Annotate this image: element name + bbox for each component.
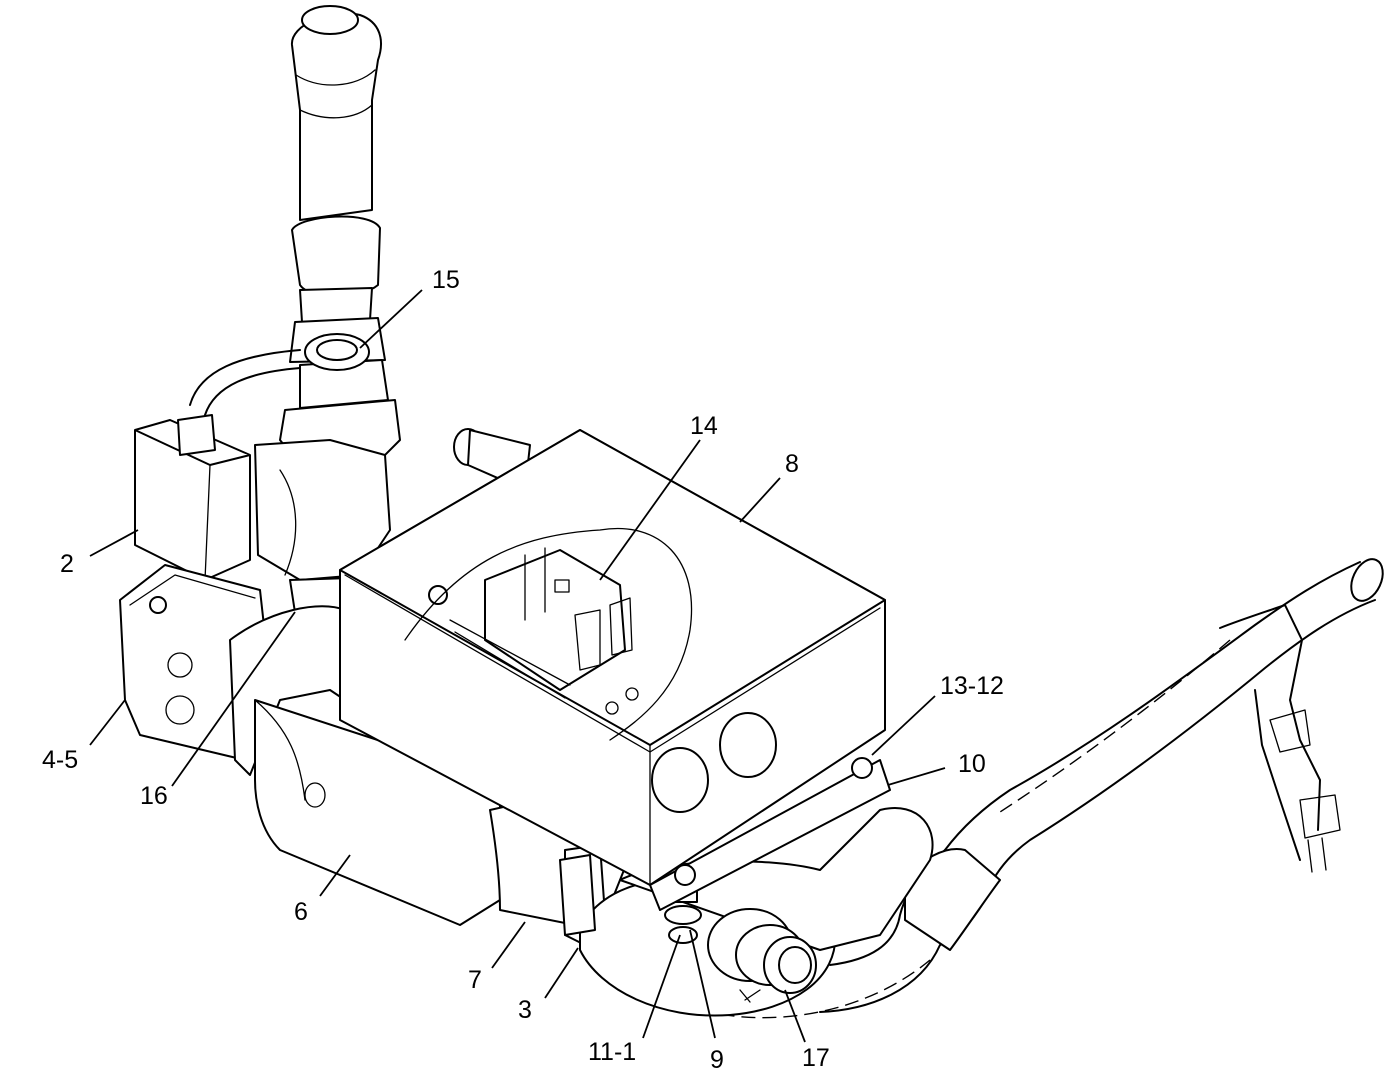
- callout-6: 6: [294, 898, 308, 926]
- callout-11-1: 11-1: [588, 1038, 636, 1066]
- callout-17: 17: [802, 1044, 830, 1072]
- callout-3: 3: [518, 996, 532, 1024]
- callout-7: 7: [468, 966, 482, 994]
- hose-assembly: [699, 558, 1384, 1019]
- callout-13-12: 13-12: [940, 672, 1004, 700]
- callout-4-5: 4-5: [42, 746, 78, 774]
- callout-15: 15: [432, 266, 460, 294]
- callout-10: 10: [958, 750, 986, 778]
- leader-lines: [89, 289, 946, 1043]
- callout-2: 2: [60, 550, 74, 578]
- callout-14: 14: [690, 412, 718, 440]
- upper-hose: [289, 5, 386, 363]
- callout-8: 8: [785, 450, 799, 478]
- valve-fitting: [254, 333, 401, 646]
- outlet-fitting: [707, 908, 817, 1003]
- electrical-box: [339, 429, 891, 936]
- callout-9: 9: [710, 1046, 724, 1074]
- callout-16: 16: [140, 782, 168, 810]
- solenoid-coil: [134, 349, 301, 581]
